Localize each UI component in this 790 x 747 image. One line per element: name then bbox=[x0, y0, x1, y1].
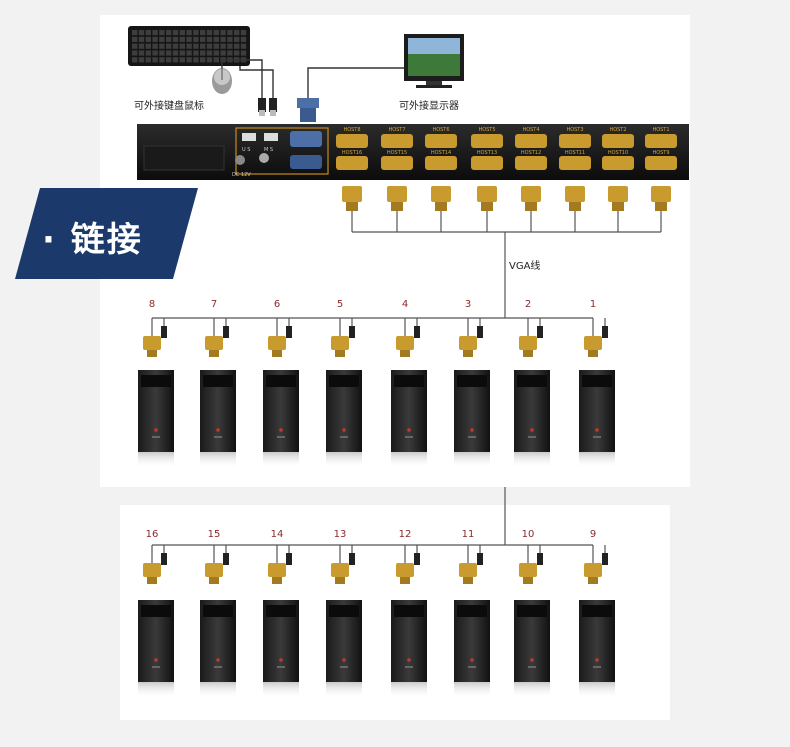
vga-connector-icon bbox=[651, 186, 671, 232]
port-label: HOST11 bbox=[565, 150, 585, 156]
computer-number: 14 bbox=[270, 529, 284, 540]
computer-tower-icon bbox=[454, 318, 490, 468]
port-label: HOST3 bbox=[566, 127, 583, 133]
computer-tower-icon bbox=[579, 318, 615, 468]
computer-tower-icon bbox=[391, 545, 427, 698]
computer-number: 9 bbox=[589, 529, 597, 540]
svg-text:M S: M S bbox=[264, 147, 273, 153]
computer-number: 13 bbox=[333, 529, 347, 540]
keyboard-mouse-label: 可外接键盘鼠标 bbox=[134, 101, 204, 112]
monitor-label: 可外接显示器 bbox=[399, 101, 459, 112]
port-label: HOST4 bbox=[522, 127, 539, 133]
kvm-switch-panel: HOST8HOST16HOST7HOST15HOST6HOST14HOST5HO… bbox=[137, 124, 689, 180]
port-label: HOST9 bbox=[652, 150, 669, 156]
computer-tower-icon bbox=[514, 545, 550, 698]
computer-number: 12 bbox=[398, 529, 412, 540]
section-banner bbox=[15, 188, 198, 279]
computer-tower-icon bbox=[263, 545, 299, 698]
port-label: HOST7 bbox=[388, 127, 405, 133]
port-label: HOST12 bbox=[521, 150, 541, 156]
computer-tower-icon bbox=[200, 318, 236, 468]
computer-number: 3 bbox=[464, 299, 472, 310]
computer-tower-icon bbox=[579, 545, 615, 698]
vga-connector-icon bbox=[342, 186, 362, 232]
svg-text:DC 12V: DC 12V bbox=[232, 172, 251, 178]
vga-connector-icon bbox=[608, 186, 628, 232]
usb-plug-icon bbox=[258, 98, 266, 116]
computer-number: 8 bbox=[148, 299, 156, 310]
computer-number: 15 bbox=[207, 529, 221, 540]
computer-number: 6 bbox=[273, 299, 281, 310]
port-label: HOST16 bbox=[342, 150, 362, 156]
port-label: HOST15 bbox=[387, 150, 407, 156]
vga-plug-icon bbox=[297, 98, 319, 122]
port-label: HOST2 bbox=[609, 127, 626, 133]
computer-number: 4 bbox=[401, 299, 409, 310]
computer-tower-icon bbox=[454, 545, 490, 698]
computer-tower-icon bbox=[326, 545, 362, 698]
mouse-icon bbox=[212, 68, 232, 94]
computer-number: 2 bbox=[524, 299, 532, 310]
port-label: HOST1 bbox=[652, 127, 669, 133]
svg-text:U S: U S bbox=[242, 147, 250, 153]
port-label: HOST10 bbox=[608, 150, 628, 156]
computer-number: 11 bbox=[461, 529, 475, 540]
port-label: HOST14 bbox=[431, 150, 451, 156]
computer-number: 1 bbox=[589, 299, 597, 310]
computer-number: 16 bbox=[145, 529, 159, 540]
vga-connector-icon bbox=[431, 186, 451, 232]
port-label: HOST6 bbox=[432, 127, 449, 133]
computer-tower-icon bbox=[263, 318, 299, 468]
vga-connector-icon bbox=[521, 186, 541, 232]
computer-number: 5 bbox=[336, 299, 344, 310]
computer-number: 10 bbox=[521, 529, 535, 540]
monitor-icon bbox=[404, 34, 464, 88]
computer-tower-icon bbox=[326, 318, 362, 468]
port-label: HOST13 bbox=[477, 150, 497, 156]
computer-tower-icon bbox=[391, 318, 427, 468]
vga-connector-icon bbox=[477, 186, 497, 232]
computer-tower-icon bbox=[200, 545, 236, 698]
section-title: · 链接 bbox=[42, 220, 143, 260]
port-label: HOST8 bbox=[343, 127, 360, 133]
vga-connector-icon bbox=[565, 186, 585, 232]
computer-tower-icon bbox=[138, 545, 174, 698]
keyboard-icon bbox=[128, 26, 250, 66]
vga-connector-icon bbox=[387, 186, 407, 232]
computer-tower-icon bbox=[514, 318, 550, 468]
vga-cable-label: VGA线 bbox=[509, 261, 541, 272]
port-label: HOST5 bbox=[478, 127, 495, 133]
usb-plug-icon bbox=[269, 98, 277, 116]
computer-number: 7 bbox=[210, 299, 218, 310]
computer-tower-icon bbox=[138, 318, 174, 468]
